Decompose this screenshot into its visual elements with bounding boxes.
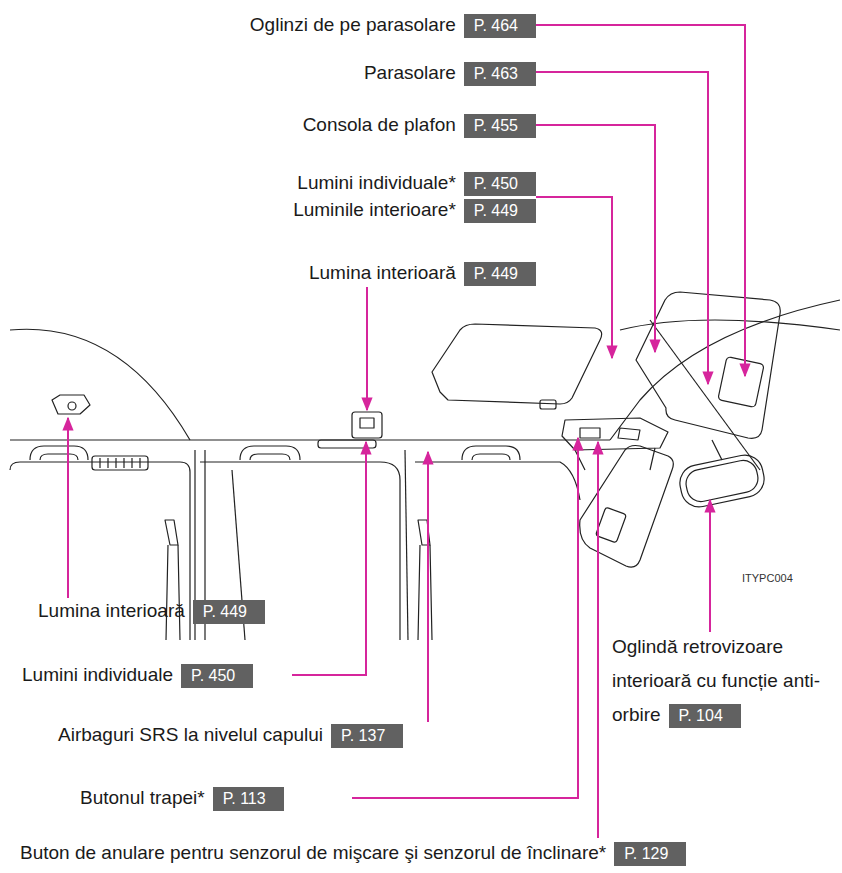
page-reference: P. 113	[213, 787, 284, 811]
part-name: Consola de plafon	[303, 114, 456, 135]
part-name: Oglinzi de pe parasolare	[250, 14, 456, 35]
page-reference: P. 449	[193, 600, 265, 624]
part-name: Luminile interioare*	[293, 199, 456, 220]
page-reference: P. 137	[331, 724, 403, 748]
callout-box: Buton de anulare pentru senzorul de mişc…	[20, 840, 686, 866]
page-reference: P. 449	[464, 262, 536, 286]
callout-box: Oglinzi de pe parasolare P. 464	[250, 12, 536, 38]
page-reference: P. 104	[669, 704, 741, 728]
part-name: Butonul trapei*	[80, 787, 205, 808]
page-reference: P. 450	[464, 172, 536, 196]
callout-box: Consola de plafon P. 455	[303, 112, 536, 138]
callout-box: Lumina interioară P. 449	[309, 260, 536, 286]
page-reference: P. 455	[464, 114, 536, 138]
page-reference: P. 129	[614, 842, 686, 866]
part-name: Lumina interioară	[38, 600, 185, 621]
callout-box: Luminile interioare* P. 449	[293, 197, 536, 223]
roof-drawing	[10, 292, 840, 640]
callout-box: Parasolare P. 463	[364, 60, 536, 86]
callout-box: Butonul trapei* P. 113	[80, 785, 284, 811]
callout-box: Lumina interioară P. 449	[38, 598, 265, 624]
page-reference: P. 450	[181, 664, 253, 688]
page-reference: P. 464	[464, 14, 536, 38]
callout-box: Oglindă retrovizoare interioară cu funcț…	[612, 630, 840, 732]
part-name: Lumini individuale	[22, 664, 173, 685]
part-name: Buton de anulare pentru senzorul de mişc…	[20, 842, 606, 863]
page-reference: P. 449	[464, 199, 536, 223]
page-reference: P. 463	[464, 62, 536, 86]
part-name: Airbaguri SRS la nivelul capului	[58, 724, 323, 745]
callout-box: Lumini individuale* P. 450	[297, 170, 536, 196]
callout-box: Airbaguri SRS la nivelul capului P. 137	[58, 722, 403, 748]
part-name: Parasolare	[364, 62, 456, 83]
part-name: Lumini individuale*	[297, 172, 455, 193]
figure-code: ITYPC004	[742, 572, 793, 584]
callout-box: Lumini individuale P. 450	[22, 662, 253, 688]
part-name: Lumina interioară	[309, 262, 456, 283]
